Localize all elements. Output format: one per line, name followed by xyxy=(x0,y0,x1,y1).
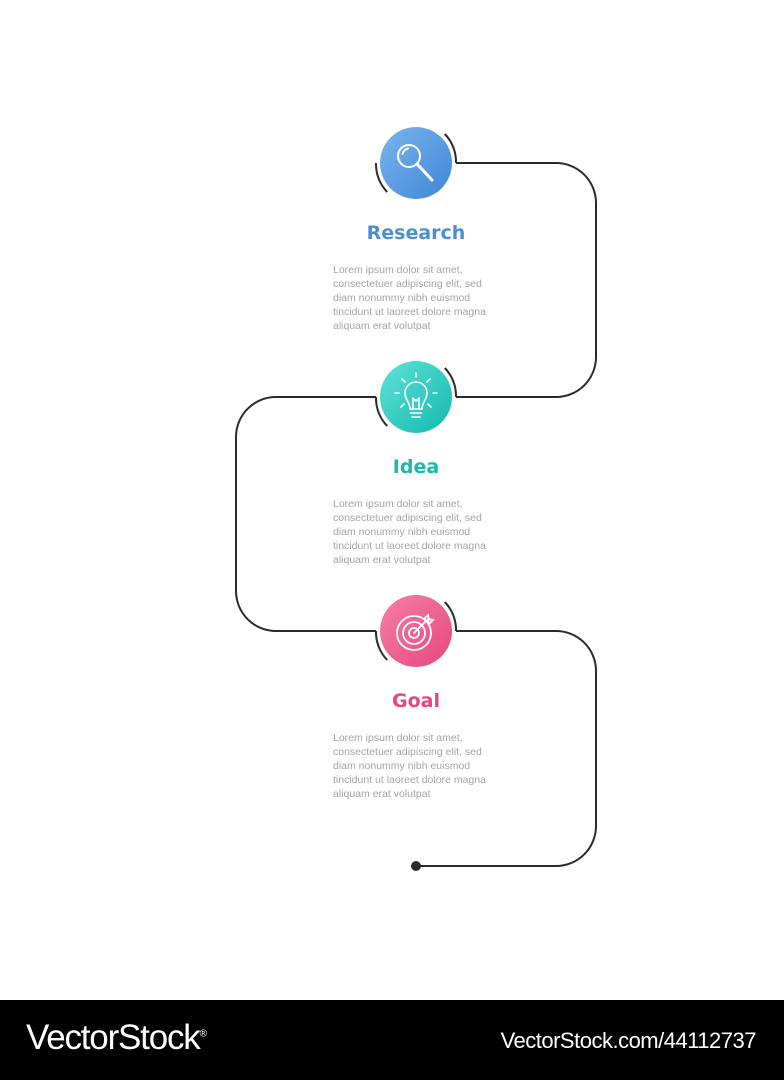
connector-end-dot xyxy=(411,861,421,871)
step-goal-node xyxy=(374,595,458,667)
magnifier-icon xyxy=(397,144,434,182)
step-research-node xyxy=(374,127,458,199)
registered-mark: ® xyxy=(199,1028,207,1040)
image-credit: VectorStock.com/44112737 xyxy=(500,1028,757,1053)
brand-logo: VectorStock® xyxy=(26,1018,207,1058)
brand-name: VectorStock xyxy=(26,1018,201,1057)
step-title-idea: Idea xyxy=(392,456,440,478)
step-description-research: Lorem ipsum dolor sit amet, consectetuer… xyxy=(333,264,486,332)
connector-line xyxy=(235,162,597,867)
step-title-research: Research xyxy=(366,222,466,244)
step-idea-node xyxy=(374,361,458,433)
node-circle xyxy=(380,361,452,433)
node-ring-arc xyxy=(444,367,458,398)
target-icon xyxy=(396,613,435,651)
step-description-idea: Lorem ipsum dolor sit amet, consectetuer… xyxy=(333,498,486,566)
timeline-canvas xyxy=(235,127,597,871)
footer-banner: VectorStock® VectorStock.com/44112737 xyxy=(0,1000,784,1080)
node-ring-arc xyxy=(374,630,388,661)
step-description-goal: Lorem ipsum dolor sit amet, consectetuer… xyxy=(333,732,486,800)
step-title-goal: Goal xyxy=(392,690,440,712)
lightbulb-icon xyxy=(394,372,438,418)
node-ring-arc xyxy=(444,601,458,632)
node-ring-arc xyxy=(374,396,388,427)
node-ring-arc xyxy=(444,133,458,164)
node-ring-arc xyxy=(374,162,388,193)
